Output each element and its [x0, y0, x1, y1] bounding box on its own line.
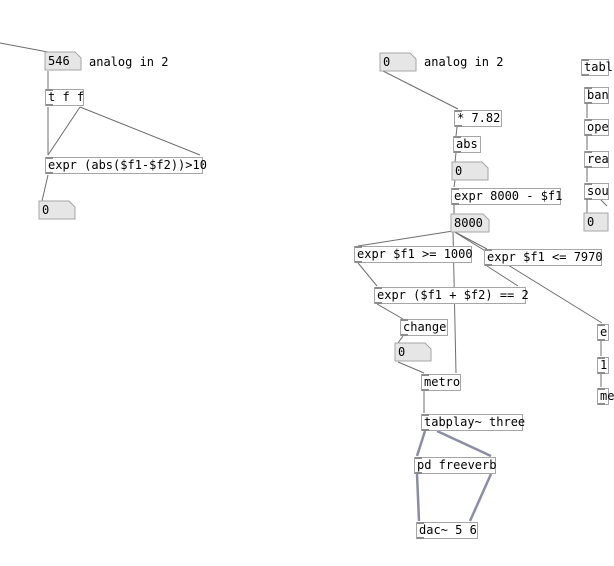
- number-box-value: 546: [48, 54, 70, 68]
- expr-lte-object[interactable]: expr $f1 <= 7970: [484, 249, 603, 266]
- expr-gte-object[interactable]: expr $f1 >= 1000: [354, 246, 473, 263]
- expr-sum-object[interactable]: expr ($f1 + $f2) == 2: [374, 287, 529, 304]
- number-box-value: 0: [455, 164, 463, 178]
- output-number-box[interactable]: 0: [38, 200, 76, 220]
- number-box-input[interactable]: 0: [379, 52, 417, 72]
- number-box-value: 0: [383, 55, 391, 69]
- right-number-box[interactable]: 0: [583, 212, 609, 232]
- tabplay-object[interactable]: tabplay~ three: [421, 414, 525, 431]
- table-object[interactable]: tabl: [581, 59, 613, 76]
- freeverb-object[interactable]: pd freeverb: [414, 457, 496, 474]
- number-box-shape: [450, 213, 490, 233]
- abs-object[interactable]: abs: [453, 136, 481, 153]
- multiply-object[interactable]: * 7.82: [454, 110, 502, 127]
- number-box-value: 0: [587, 215, 595, 229]
- number-box-shape: [583, 212, 609, 232]
- expr-abs-object[interactable]: expr (abs($f1-$f2))>10: [45, 157, 207, 174]
- dac-object[interactable]: dac~ 5 6: [416, 522, 478, 539]
- analog-in-label-middle: analog in 2: [424, 55, 504, 69]
- right-one-object[interactable]: 1: [597, 357, 609, 374]
- metro-object[interactable]: metro: [421, 374, 461, 391]
- read-object[interactable]: rea: [584, 151, 609, 168]
- soundfiler-object[interactable]: sou: [584, 183, 609, 200]
- open-object[interactable]: ope: [584, 119, 609, 136]
- number-box-546[interactable]: 546: [44, 51, 82, 71]
- abs-number-box[interactable]: 0: [451, 161, 489, 181]
- change-object[interactable]: change: [400, 319, 448, 336]
- expr-subtract-object[interactable]: expr 8000 - $f1: [451, 188, 562, 205]
- number-box-shape: [379, 52, 417, 72]
- right-me-object[interactable]: me: [597, 388, 614, 405]
- subtract-number-box[interactable]: 8000: [450, 213, 490, 233]
- number-box-value: 0: [42, 203, 50, 217]
- number-box-shape: [394, 342, 432, 362]
- analog-in-label-left: analog in 2: [89, 55, 169, 69]
- number-box-shape: [44, 51, 82, 71]
- number-box-value: 8000: [454, 216, 483, 230]
- number-box-shape: [38, 200, 76, 220]
- trigger-object[interactable]: t f f: [45, 89, 84, 106]
- change-number-box[interactable]: 0: [394, 342, 432, 362]
- bang-object[interactable]: ban: [584, 87, 609, 104]
- right-e-object[interactable]: e: [597, 324, 609, 341]
- number-box-shape: [451, 161, 489, 181]
- number-box-value: 0: [398, 345, 406, 359]
